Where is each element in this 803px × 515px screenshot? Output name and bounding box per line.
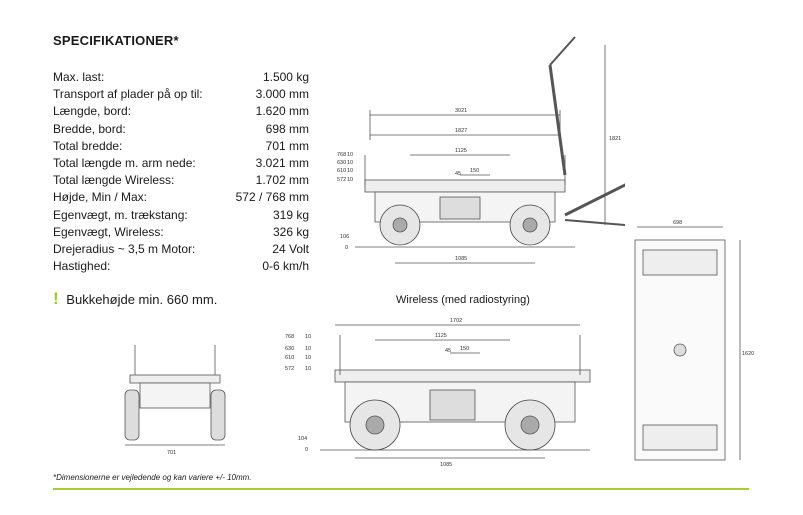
- dim-height: 1821: [609, 136, 621, 142]
- exclamation-icon: !: [53, 289, 59, 308]
- cart-drawing-with-arm: 3021 1827 1125 150 45 1085 1821 768 630 …: [337, 36, 625, 264]
- spec-label: Transport af plader på op til:: [53, 87, 203, 102]
- spec-label: Total længde m. arm nede:: [53, 156, 196, 170]
- spec-value: 701 mm: [265, 138, 309, 153]
- spec-label: Max. last:: [53, 70, 105, 84]
- spec-value: 572 / 768 mm: [235, 190, 309, 205]
- wireless-title: Wireless (med radiostyring): [396, 294, 530, 306]
- w-dim-h3: 572: [285, 366, 294, 372]
- w-dim-ten-3: 10: [305, 366, 311, 372]
- spec-label: Drejeradius ~ 3,5 m Motor:: [53, 242, 196, 256]
- spec-row: Total længde m. arm nede: 3.021 mm: [53, 156, 309, 173]
- dim-total: 3021: [455, 108, 467, 114]
- spec-row: Højde, Min / Max: 572 / 768 mm: [53, 190, 309, 207]
- w-dim-ten-2: 10: [305, 355, 311, 361]
- note-text: Bukkehøjde min. 660 mm.: [66, 292, 218, 307]
- plan-dim-width: 698: [673, 220, 682, 226]
- spec-row: Transport af plader på op til: 3.000 mm: [53, 87, 309, 104]
- spec-value: 1.702 mm: [255, 173, 309, 188]
- spec-value: 698 mm: [265, 121, 309, 136]
- spec-value: 1.620 mm: [255, 104, 309, 119]
- spec-label: Total bredde:: [53, 138, 123, 153]
- dim-h0: 768: [337, 152, 346, 158]
- spec-row: Egenvægt, m. trækstang: 319 kg: [53, 208, 309, 225]
- dim-inner: 1125: [455, 148, 467, 154]
- w-dim-h2: 610: [285, 355, 294, 361]
- spec-value: 24 Volt: [272, 242, 309, 256]
- w-dim-ground: 104: [298, 436, 307, 442]
- spec-label: Egenvægt, Wireless:: [53, 224, 164, 239]
- page-title: SPECIFIKATIONER*: [53, 33, 179, 48]
- spec-row: Bredde, bord: 698 mm: [53, 122, 309, 139]
- spec-value: 326 kg: [272, 224, 309, 239]
- dim-h45: 45: [455, 171, 461, 177]
- spec-value: 319 kg: [272, 207, 309, 222]
- w-dim-ten-0: 10: [305, 334, 311, 340]
- cart-drawing-front: 701: [124, 345, 226, 456]
- w-dim-ten-1: 10: [305, 346, 311, 352]
- spec-label: Hastighed:: [53, 259, 111, 274]
- dim-length: 1827: [455, 128, 467, 134]
- spec-value: 3.021 mm: [255, 156, 309, 170]
- spec-row: Max. last: 1.500 kg: [53, 70, 309, 87]
- w-dim-h1: 630: [285, 346, 294, 352]
- spec-row: Drejeradius ~ 3,5 m Motor: 24 Volt: [53, 242, 309, 259]
- w-dim-zero: 0: [305, 447, 308, 453]
- w-dim-inner: 1125: [435, 333, 447, 339]
- spec-label: Total længde Wireless:: [53, 173, 175, 188]
- spec-label: Egenvægt, m. trækstang:: [53, 207, 188, 222]
- plan-dim-length: 1620: [742, 351, 754, 357]
- cart-drawing-wireless: 1702 1125 150 45 1085 768 630 610 572 10…: [285, 318, 591, 468]
- spec-value: 0-6 km/h: [262, 259, 309, 274]
- spec-row: Hastighed: 0-6 km/h: [53, 259, 309, 276]
- dim-h2: 610: [337, 168, 346, 174]
- spec-row: Længde, bord: 1.620 mm: [53, 104, 309, 121]
- spec-label: Højde, Min / Max:: [53, 190, 148, 205]
- cart-drawing-plan: 698 1620: [634, 220, 754, 461]
- w-dim-h45: 45: [445, 348, 451, 354]
- note: ! Bukkehøjde min. 660 mm.: [53, 289, 217, 309]
- dim-ground: 106: [340, 234, 349, 240]
- dim-ten-0: 10: [347, 152, 353, 158]
- w-dim-h0: 768: [285, 334, 294, 340]
- dim-h3: 572: [337, 177, 346, 183]
- spec-row: Egenvægt, Wireless: 326 kg: [53, 225, 309, 242]
- dim-base: 1085: [455, 256, 467, 262]
- footer-divider: [53, 488, 749, 490]
- dim-ten-3: 10: [347, 177, 353, 183]
- footnote: *Dimensionerne er vejledende og kan vari…: [53, 473, 252, 482]
- dim-ten-1: 10: [347, 160, 353, 166]
- dim-small: 150: [470, 168, 479, 174]
- w-dim-small: 150: [460, 346, 469, 352]
- spec-value: 3.000 mm: [255, 87, 309, 102]
- w-dim-total: 1702: [450, 318, 462, 324]
- spec-row: Total længde Wireless: 1.702 mm: [53, 173, 309, 190]
- spec-value: 1.500 kg: [262, 70, 309, 84]
- dim-zero: 0: [345, 245, 348, 251]
- front-dim-width: 701: [167, 450, 176, 456]
- w-dim-base: 1085: [440, 462, 452, 468]
- spec-label: Længde, bord:: [53, 104, 132, 119]
- spec-label: Bredde, bord:: [53, 121, 126, 136]
- dim-h1: 630: [337, 160, 346, 166]
- spec-row: Total bredde: 701 mm: [53, 139, 309, 156]
- dim-ten-2: 10: [347, 168, 353, 174]
